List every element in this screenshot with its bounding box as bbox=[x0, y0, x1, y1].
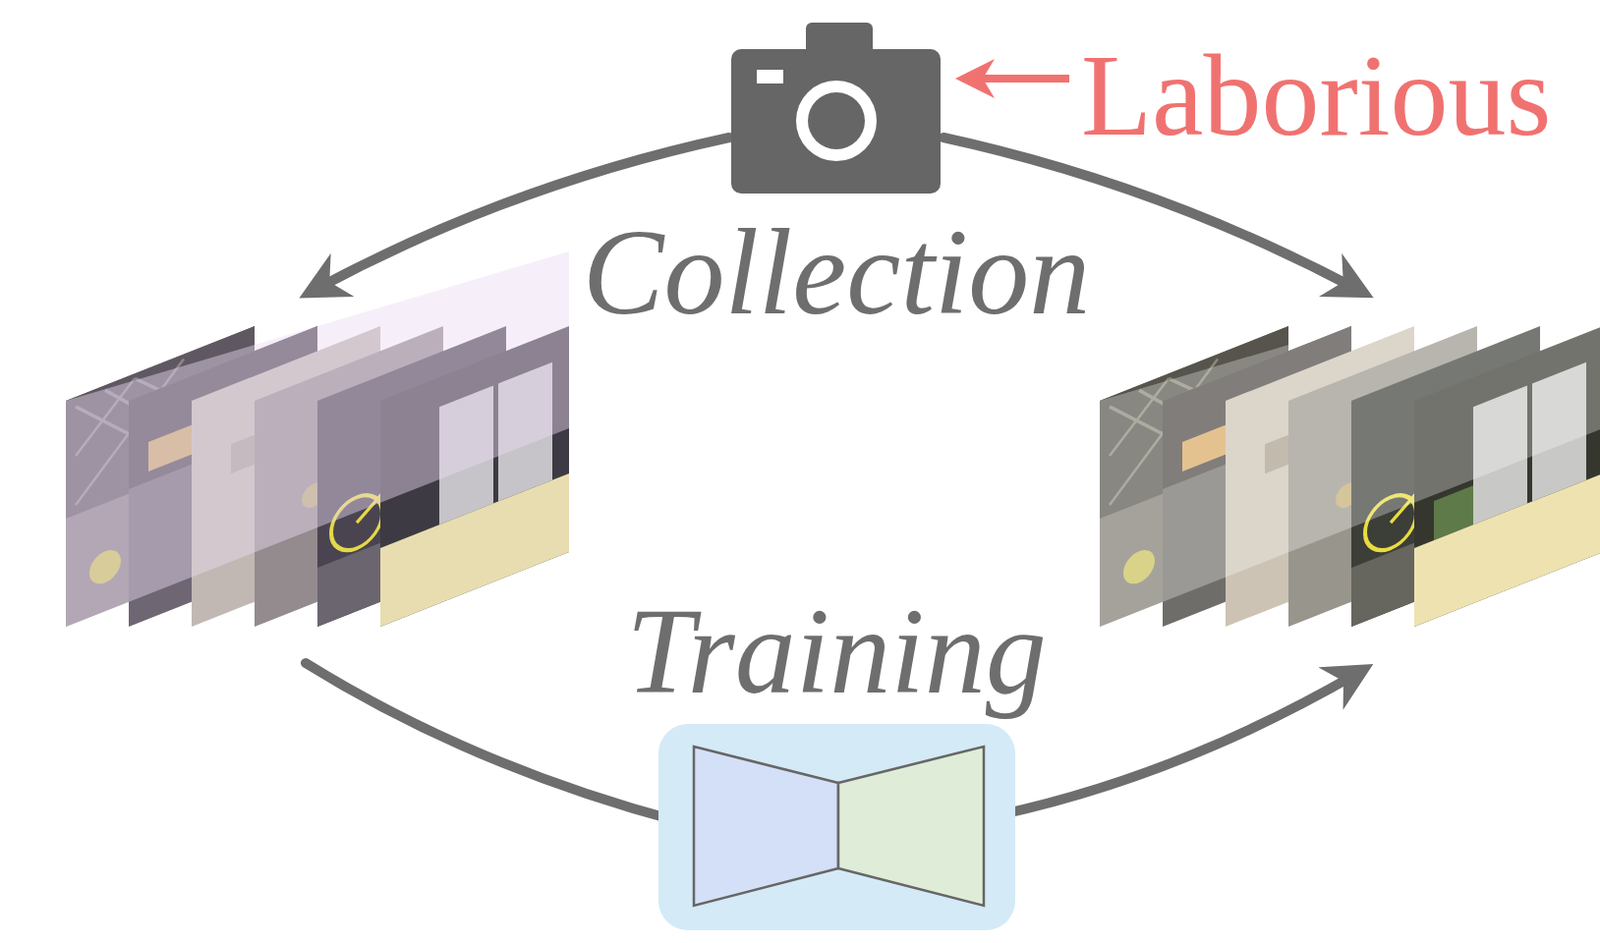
stage-label: Training bbox=[626, 591, 1046, 714]
image-stack-output bbox=[1099, 251, 1600, 628]
emphasis-arrow bbox=[971, 74, 1070, 83]
stage-label: Collection bbox=[582, 212, 1091, 335]
network-icon bbox=[658, 724, 1016, 931]
training-arc bbox=[305, 663, 679, 822]
emphasis-label: Laborious bbox=[1081, 38, 1551, 155]
image-stack-input bbox=[65, 251, 570, 628]
camera-icon bbox=[731, 22, 941, 194]
training-arc bbox=[997, 674, 1357, 816]
